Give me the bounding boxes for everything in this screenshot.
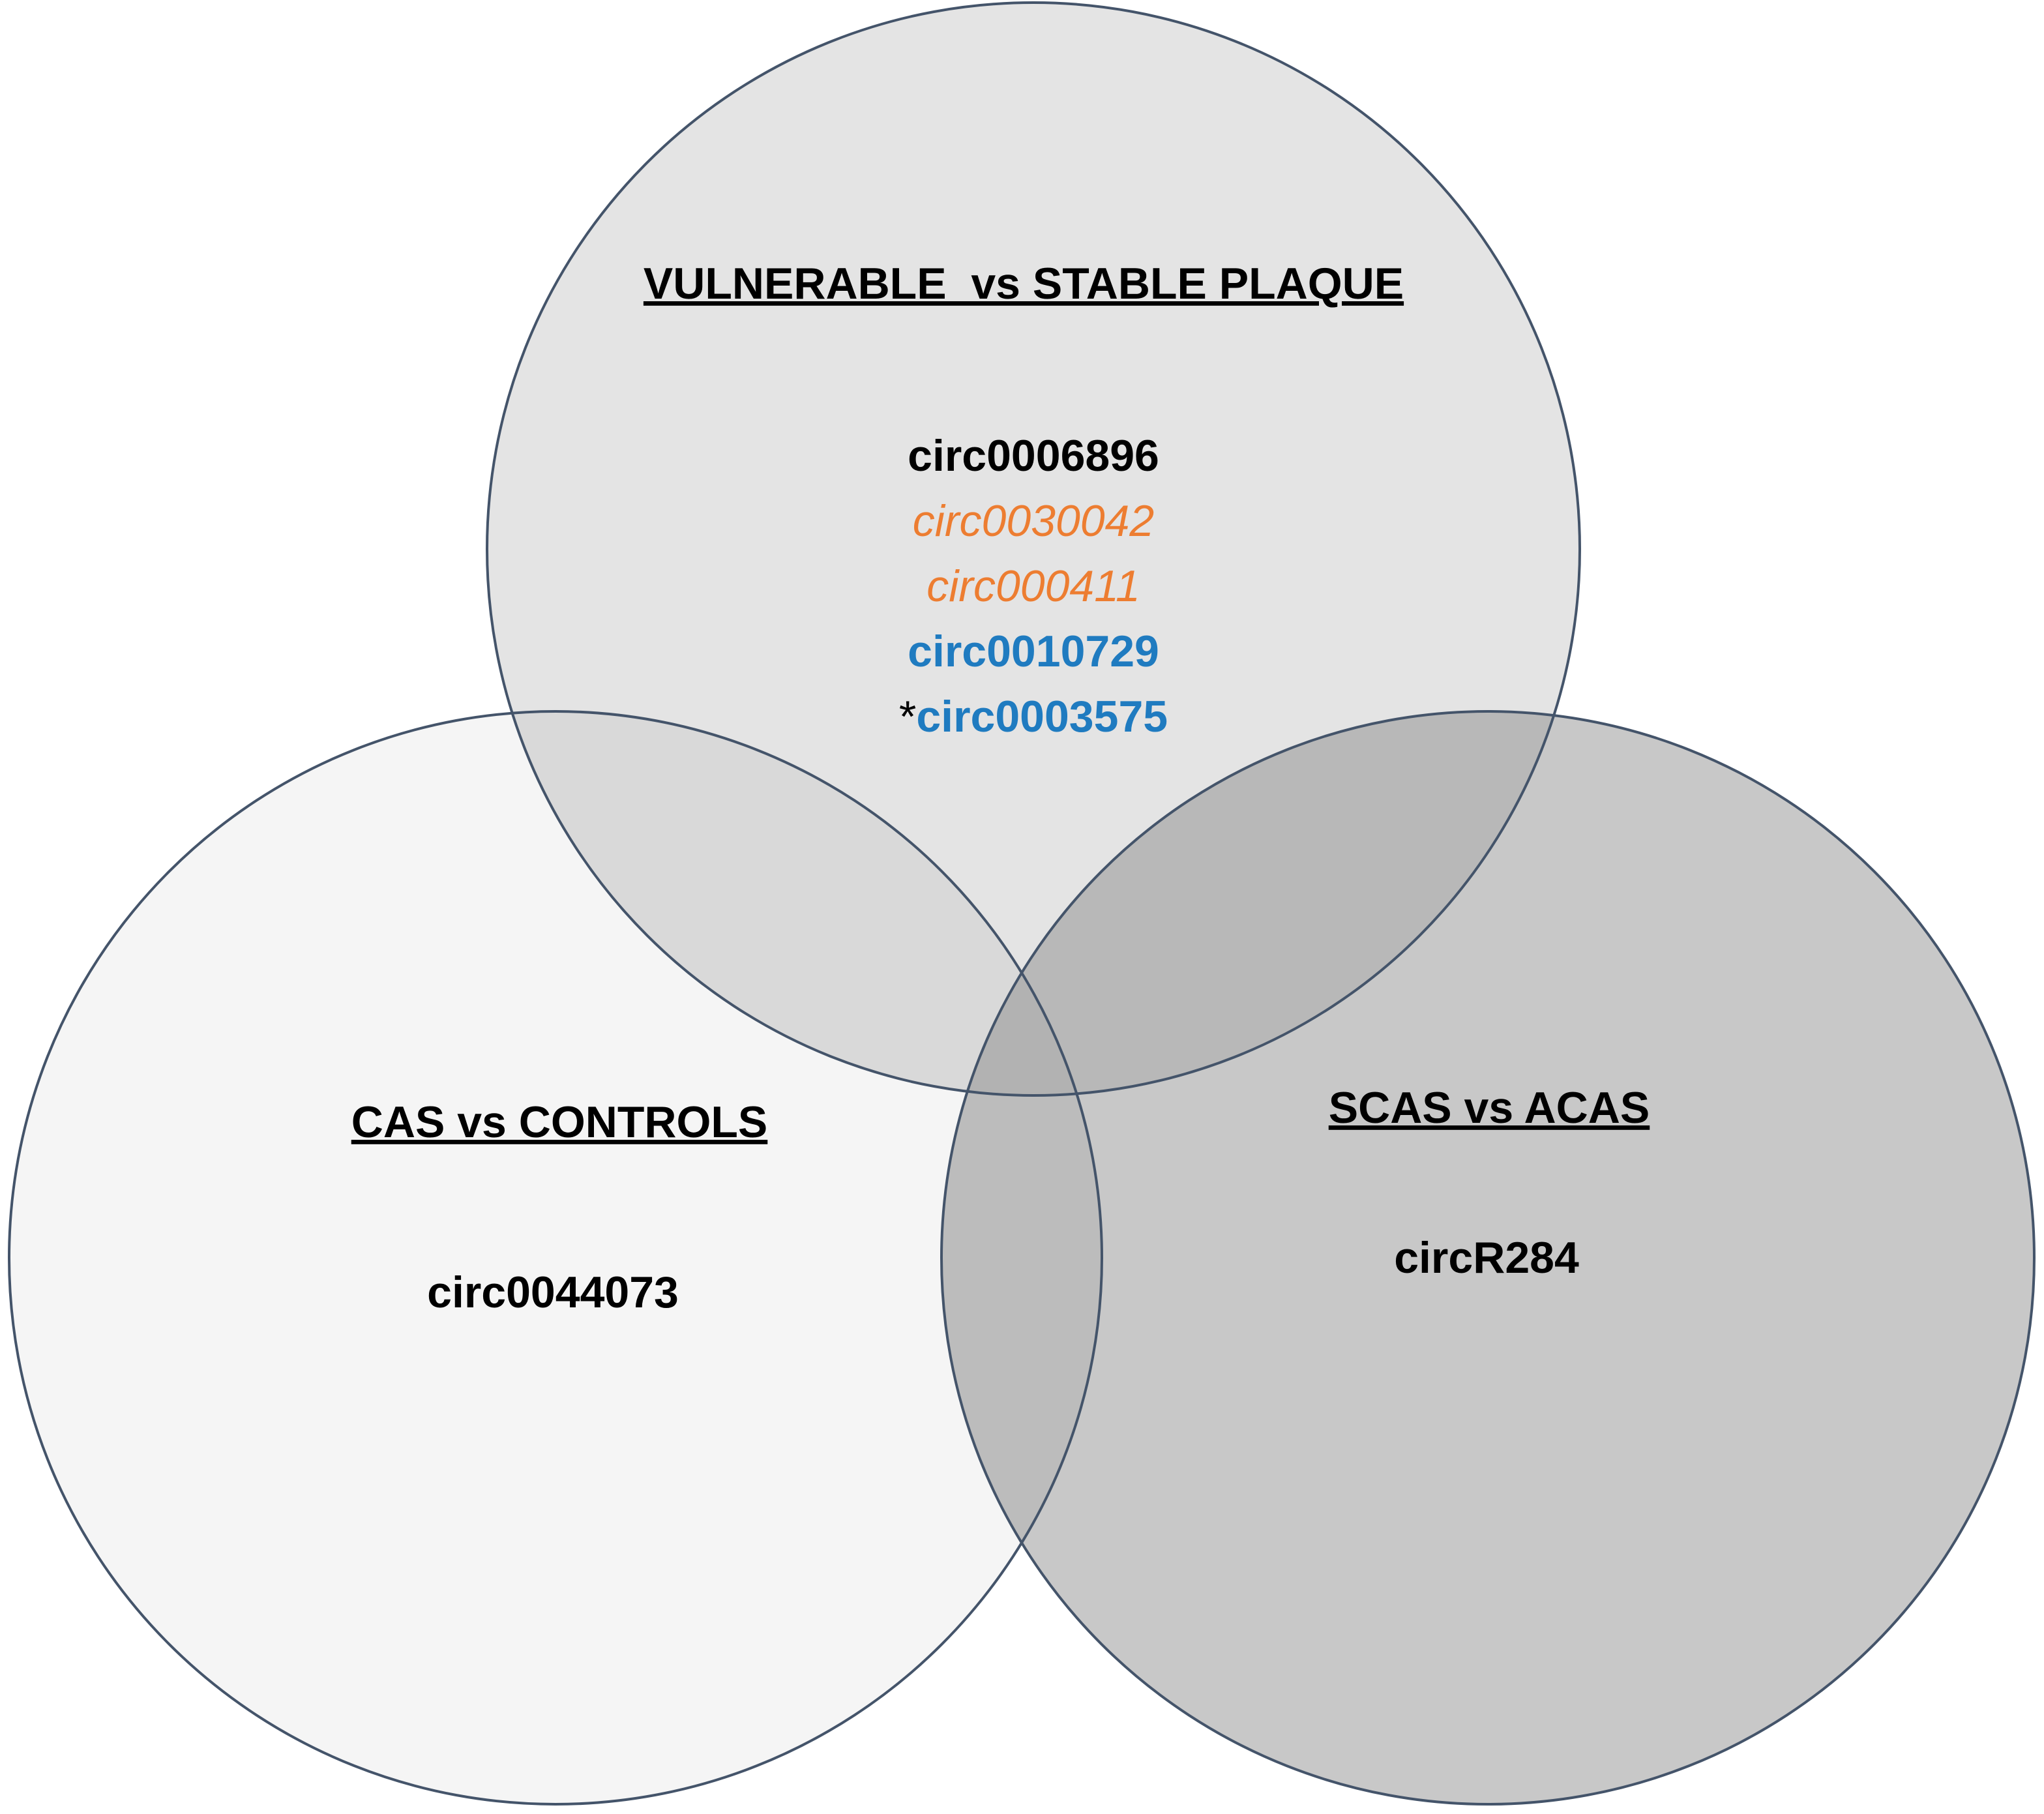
asterisk-marker: * [899, 692, 916, 741]
circrna-label: circ0044073 [427, 1268, 679, 1317]
outline-scas [940, 710, 2036, 1806]
title-vulnerable: VULNERABLE vs STABLE PLAQUE [644, 259, 1404, 308]
circrna-label: circ0006896 [908, 431, 1159, 481]
item-list-scas: circR284 [1394, 1233, 1579, 1283]
overlap-vulnerable-cas [487, 711, 1102, 1095]
circrna-item: circR284 [1394, 1233, 1579, 1283]
circrna-label: circ0030042 [913, 496, 1154, 546]
circrna-label: circ000411 [926, 561, 1140, 611]
outline-vulnerable [486, 1, 1581, 1097]
circrna-label: circ0003575 [916, 692, 1168, 741]
circrna-item: circ0010729 [908, 627, 1159, 676]
title-cas: CAS vs CONTROLS [351, 1097, 768, 1147]
outline-cas [8, 710, 1103, 1806]
circrna-item: circ0044073 [427, 1268, 679, 1317]
circrna-label: circR284 [1394, 1233, 1579, 1283]
circrna-item: circ0006896 [908, 431, 1159, 481]
item-list-cas: circ0044073 [427, 1268, 679, 1317]
circrna-item: circ000411 [926, 561, 1140, 611]
circrna-item: circ0030042 [913, 496, 1154, 546]
title-scas: SCAS vs ACAS [1329, 1083, 1650, 1133]
circrna-label: circ0010729 [908, 627, 1159, 676]
circrna-item: *circ0003575 [899, 692, 1168, 741]
overlap-vulnerable-scas [941, 711, 1580, 1095]
item-list-vulnerable: circ0006896 circ0030042 circ000411 circ0010… [899, 431, 1168, 741]
